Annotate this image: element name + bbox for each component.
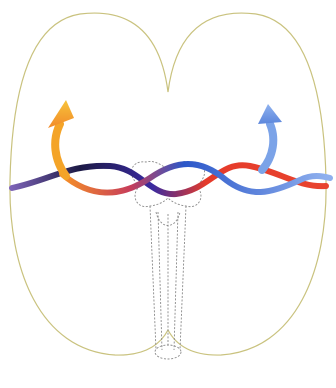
right-ascending-arrow (258, 104, 282, 170)
brain-outline (10, 13, 326, 355)
left-ascending-arrow (48, 100, 74, 176)
